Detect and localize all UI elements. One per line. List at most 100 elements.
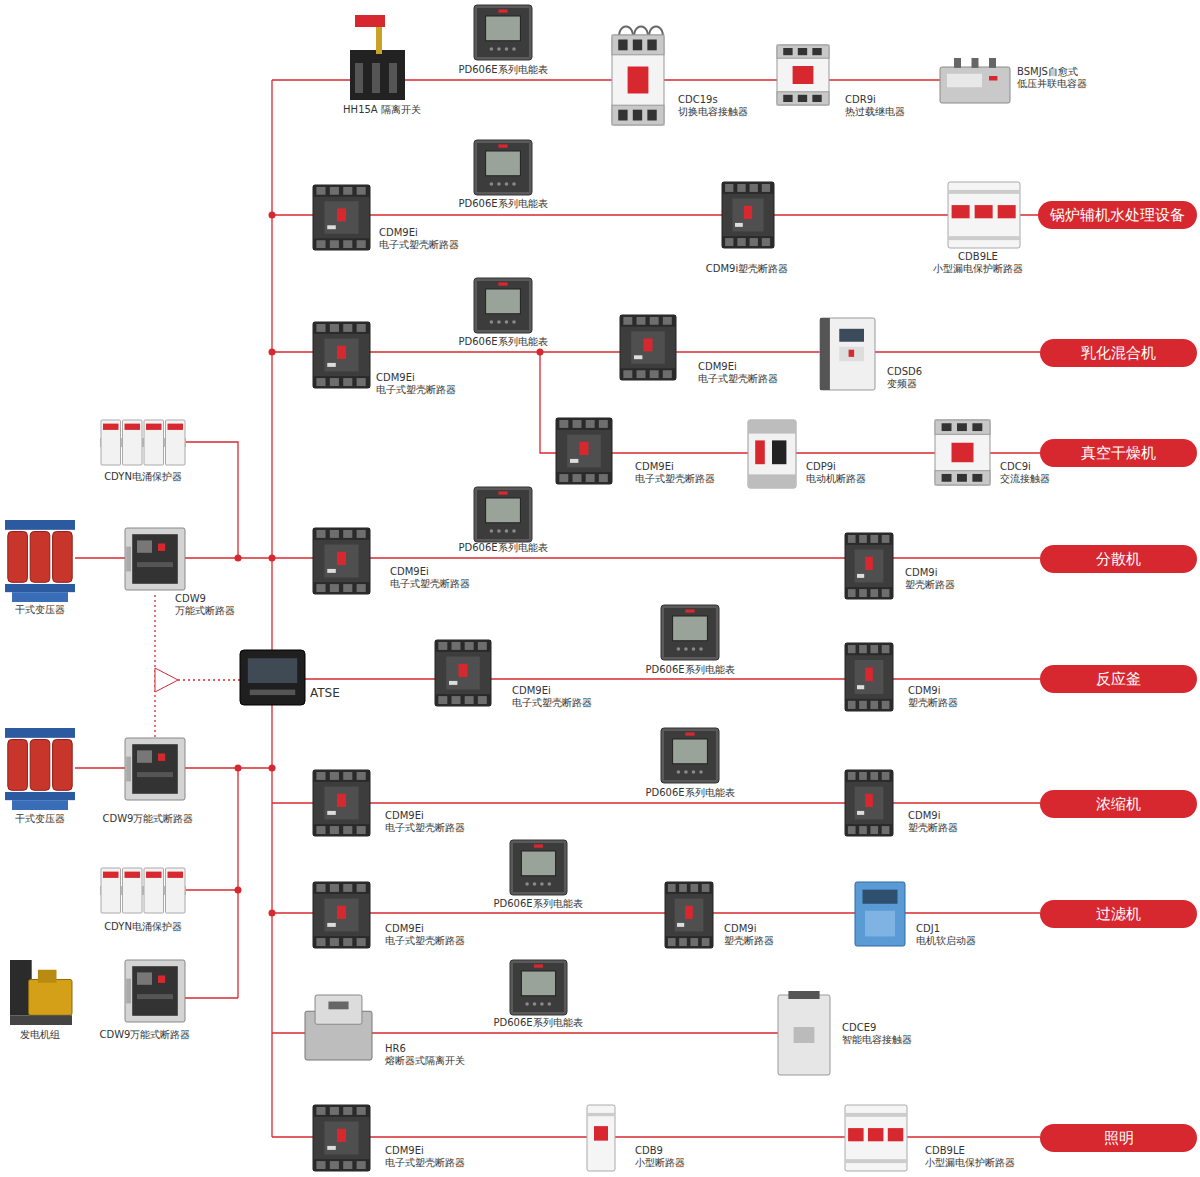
shape [313,770,370,782]
shape [857,574,864,578]
shape [132,534,178,584]
shape [316,378,325,386]
shape [330,1161,339,1169]
shape [477,8,529,57]
part-label: 电子式塑壳断路器 [385,822,465,834]
shape [748,420,796,434]
shape [750,184,758,192]
shape [316,1161,325,1169]
button [692,770,696,774]
button [512,320,516,324]
button [525,882,529,886]
shape [337,1129,346,1142]
shape [313,882,370,894]
shape [137,750,152,762]
shape [848,1128,864,1141]
shape [675,899,704,932]
part-label: CDM9i [908,685,940,697]
shape [580,442,589,455]
wire [185,442,238,558]
shape [465,696,474,704]
generator-set [10,960,72,1025]
shape [631,331,665,364]
part-label: 交流接触器 [1000,473,1050,485]
shape [316,187,325,195]
shape [313,185,370,197]
wire [237,768,238,998]
part-label: CDYN电涌保护器 [104,921,182,933]
part-label: CDW9 [175,593,206,605]
part-label: CDM9Ei [376,372,415,384]
shape [848,826,856,834]
air-circuit-breaker [125,960,185,1022]
shape [725,238,733,246]
shape [313,882,370,948]
part-label: PD606E系列电能表 [458,64,547,76]
miniature-breaker [587,1105,615,1171]
interlock-triangle [155,668,178,692]
shape [668,938,676,946]
shape [125,528,185,590]
shape [166,420,186,465]
shape [637,317,646,325]
shape [343,187,352,195]
part-label: 电子式塑壳断路器 [390,578,470,590]
shape [459,664,468,677]
button [540,882,544,886]
shape [570,459,578,463]
shape [952,205,970,218]
button [490,320,494,324]
shape [935,471,990,485]
shape [357,240,366,248]
equipment-tag: 浓缩机 [1040,790,1197,818]
energy-meter [474,5,532,60]
shape [316,938,325,946]
wire [272,557,1040,558]
shape [882,589,890,597]
shape [357,1161,366,1169]
shape [859,535,867,543]
shape [137,994,173,999]
shape [146,872,162,878]
shape [673,616,708,641]
part-label: CDW9万能式断路器 [103,813,194,825]
shape [449,681,457,685]
shape [882,535,890,543]
shape [389,63,397,93]
part-label: CDB9 [635,1145,663,1157]
part-label: 智能电容接触器 [842,1034,912,1046]
shape [534,844,543,847]
shape [845,533,893,599]
junction-dot [269,349,276,356]
shape [644,338,653,351]
shape [324,787,358,820]
part-label: 切换电容接触器 [678,106,748,118]
residual-current-breaker [948,182,1020,248]
part-label: 干式变压器 [15,813,65,825]
contactor [777,45,829,105]
shape [452,696,461,704]
shape [123,868,143,913]
shape [587,1113,615,1116]
shape [845,643,893,711]
shape [744,206,752,219]
shape [848,701,856,709]
equipment-name: 分散机 [1096,550,1141,569]
shape [722,236,774,248]
shape [8,739,28,790]
shape [316,772,325,780]
shape [355,15,385,27]
shape [778,995,830,1075]
shape [513,963,564,1012]
part-label: PD606E系列电能表 [458,336,547,348]
part-label: CDC19s [678,94,718,106]
shape [620,315,676,380]
surge-protector [100,868,186,913]
button [699,770,703,774]
part-label: 电子式塑壳断路器 [698,373,778,385]
part-label: CDM9Ei [635,461,674,473]
shape [855,660,884,694]
shape [330,772,339,780]
button [540,1002,544,1006]
shape [798,95,807,102]
